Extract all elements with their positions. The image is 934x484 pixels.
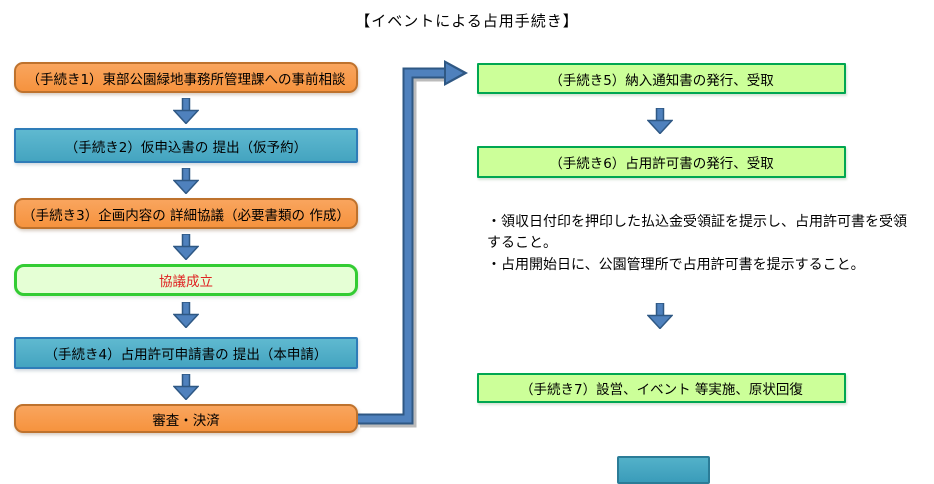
flow-box-review: 審査・決済 [14,404,358,433]
down-arrow-icon [173,98,199,124]
down-arrow-icon [173,374,199,400]
notes-text: ・領収日付印を押印した払込金受領証を提示し、占用許可書を受領すること。 ・占用開… [487,212,909,277]
flow-box-agreement: 協議成立 [14,264,358,296]
down-arrow-icon [173,168,199,194]
note-line: ・占用開始日に、公園管理所で占用許可書を提示すること。 [487,257,865,273]
note-line: ・領収日付印を押印した払込金受領証を提示し、占用許可書を受領すること。 [487,214,907,251]
flow-box-step2: （手続き2）仮申込書の 提出（仮予約） [14,128,358,163]
flow-box-step7: （手続き7）設営、イベント 等実施、原状回復 [477,373,846,403]
flow-box-step1: （手続き1）東部公園緑地事務所管理課への事前相談 [14,62,358,93]
down-arrow-icon [173,302,199,328]
flow-box-step6: （手続き6）占用許可書の発行、受取 [477,146,846,178]
down-arrow-icon [173,234,199,260]
flow-box-step3: （手続き3）企画内容の 詳細協議（必要書類の 作成） [14,198,358,229]
flow-box-step4: （手続き4）占用許可申請書の 提出（本申請） [14,337,358,369]
partial-flow-box [617,456,710,484]
down-arrow-icon [647,303,673,329]
page-title: 【イベントによる占用手続き】 [355,12,579,30]
down-arrow-icon [647,108,673,134]
flow-box-step5: （手続き5）納入通知書の発行、受取 [477,63,846,94]
